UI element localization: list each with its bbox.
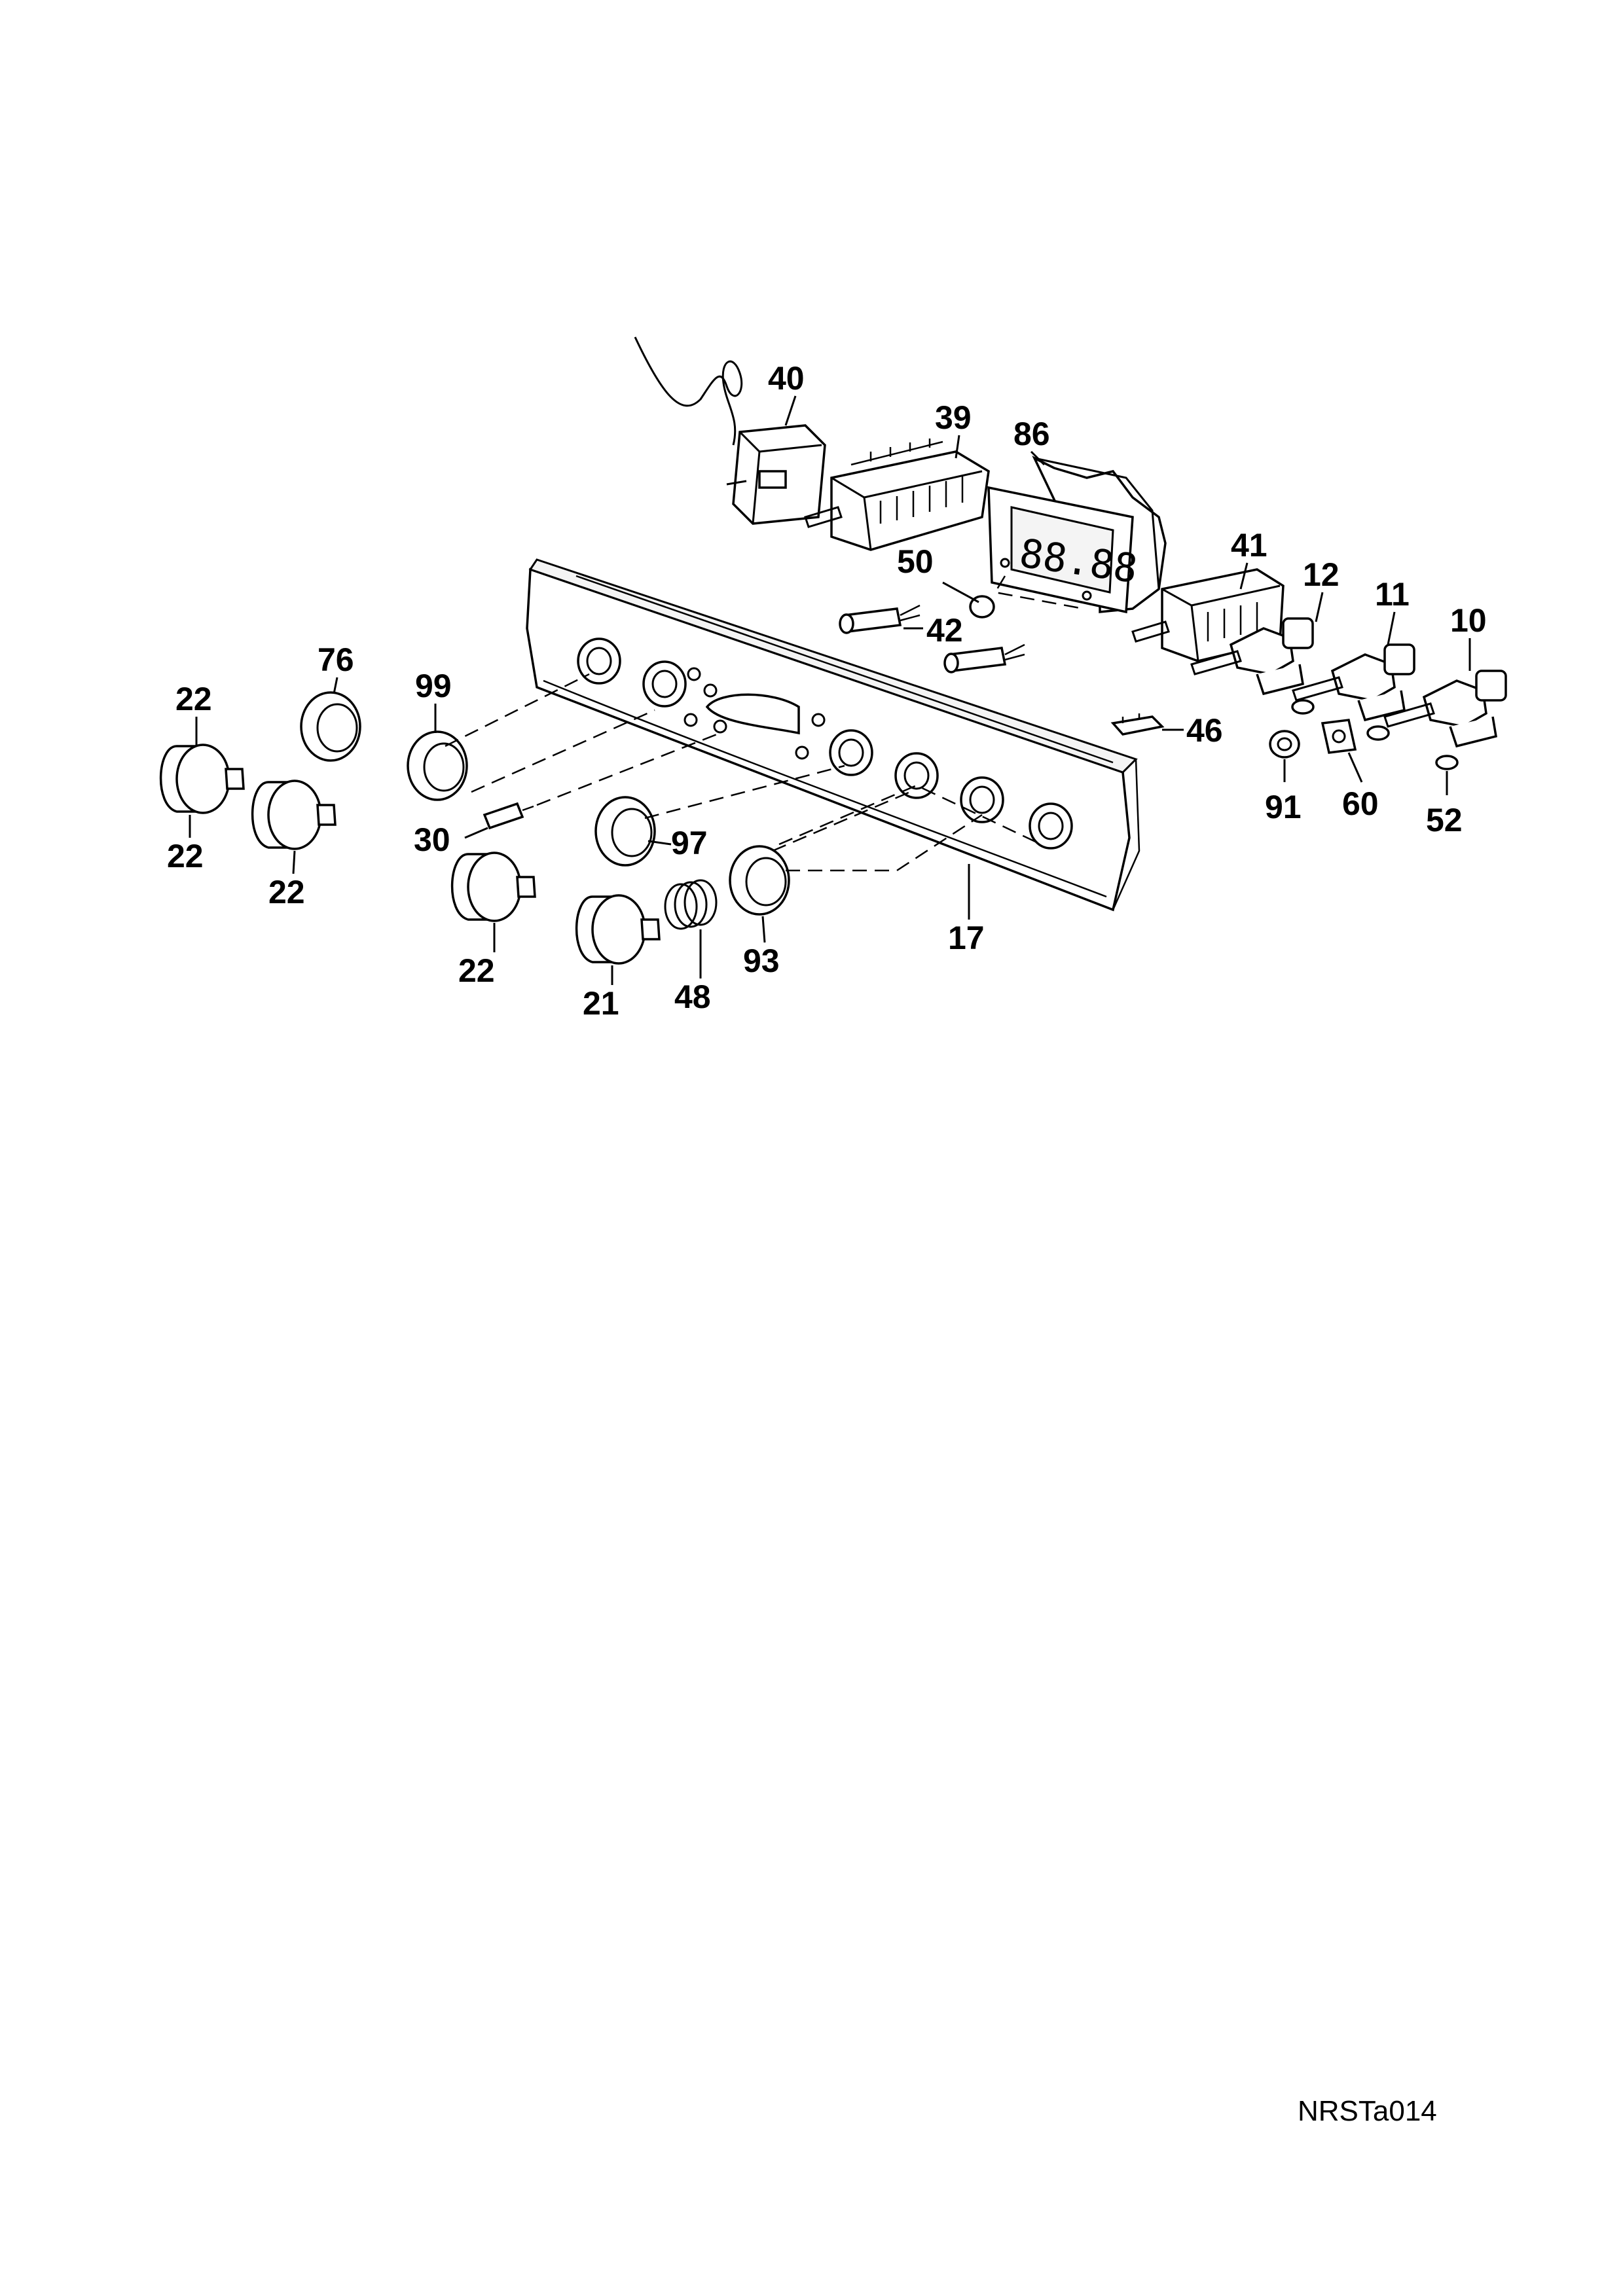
leader-lines [189,395,1471,985]
bezel-97 [594,796,656,867]
callout-46: 46 [1186,712,1223,749]
callout-93: 93 [743,942,780,979]
callout-21: 21 [583,985,619,1022]
panel-knob-holes [577,637,1073,850]
selector-switch-39 [804,439,990,551]
bezel-76 [300,691,361,762]
knob-22-b [251,780,337,850]
callout-17: 17 [948,920,985,956]
callout-39: 39 [935,399,972,436]
spring-48 [664,879,718,930]
control-panel [526,558,1140,912]
callout-22-top: 22 [175,681,212,717]
callout-86: 86 [1013,416,1050,452]
knob-21 [575,894,661,965]
thermostat [634,336,826,525]
callout-91: 91 [1265,789,1302,825]
gas-tap-10 [1383,670,1507,748]
bezel-99 [407,730,468,801]
drawing-reference-code: NRSTa014 [1298,2095,1437,2127]
callout-12: 12 [1303,556,1340,593]
lamp-30 [483,802,534,830]
callout-50: 50 [897,543,934,580]
callout-30: 30 [414,821,450,858]
callout-labels: 40 39 86 41 12 11 10 50 42 46 91 60 52 7… [167,360,1487,1022]
callout-52: 52 [1426,802,1463,838]
knob-22-a [159,744,245,814]
callout-60: 60 [1342,785,1379,822]
callout-41: 41 [1231,527,1267,564]
callout-22-right: 22 [458,952,495,989]
small-parts [1110,699,1459,770]
callout-99: 99 [415,668,452,704]
knob-22-c [450,852,536,922]
callout-22-middle: 22 [268,874,305,910]
gas-tap-12 [1190,617,1314,696]
callout-10: 10 [1450,602,1487,639]
callout-22-bottom-left: 22 [167,838,204,874]
indicator-lamps [839,595,1025,673]
bezel-93 [729,845,790,916]
callout-76: 76 [318,641,354,678]
electronic-clock-display: 88.88 [987,456,1167,614]
callout-97: 97 [671,825,708,861]
callout-42: 42 [926,612,963,649]
callout-40: 40 [768,360,805,397]
gas-tap-11 [1292,643,1415,722]
alignment-lines [445,673,1042,872]
callout-48: 48 [674,978,711,1015]
callout-11: 11 [1375,576,1410,613]
